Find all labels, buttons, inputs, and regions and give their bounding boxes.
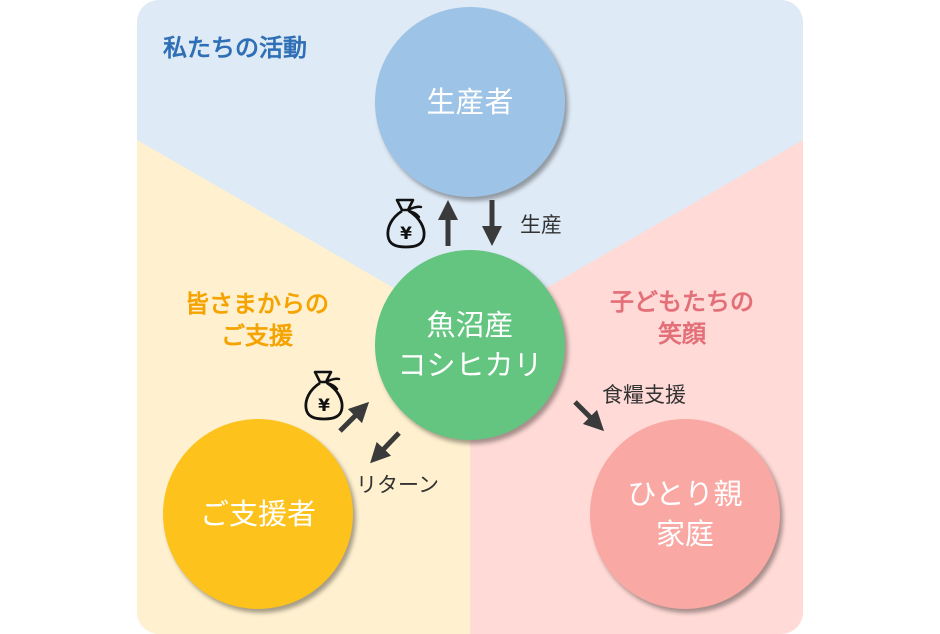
region-label-line1: 皆さまからの (185, 290, 329, 318)
flow-arrows (338, 200, 605, 464)
flow-label-food-support: 食糧支援 (602, 383, 686, 407)
arrow-up-right-icon (338, 401, 370, 433)
activity-diagram-card: 私たちの活動 皆さまからの ご支援 子どもたちの 笑顔 生産者 魚沼産 コシヒカ… (137, 0, 803, 634)
node-supporter: ご支援者 (163, 419, 353, 609)
node-uonuma-koshihikari: 魚沼産 コシヒカリ (375, 250, 565, 440)
svg-text:¥: ¥ (318, 396, 330, 416)
flow-label-return: リターン (356, 473, 439, 497)
node-producer: 生産者 (375, 7, 565, 197)
region-label-our-activities: 私たちの活動 (163, 32, 307, 64)
node-single-parent-family: ひとり親 家庭 (590, 419, 780, 609)
region-label-line1: 子どもたちの (610, 288, 754, 316)
money-bag-yen-icon: ¥ (304, 370, 344, 421)
node-rice-label-line2: コシヒカリ (397, 348, 543, 382)
flow-label-production: 生産 (520, 213, 562, 237)
region-label-support-from-everyone: 皆さまからの ご支援 (157, 288, 357, 352)
node-producer-label: 生産者 (426, 85, 514, 119)
arrow-down-left-icon (370, 431, 401, 464)
node-rice-label-line1: 魚沼産 (426, 308, 514, 342)
region-label-childrens-smiles: 子どもたちの 笑顔 (582, 286, 782, 350)
region-label-text: 私たちの活動 (163, 34, 307, 62)
node-supporter-label: ご支援者 (199, 497, 316, 531)
node-family-label-line2: 家庭 (655, 517, 714, 551)
region-label-line2: 笑顔 (658, 320, 706, 348)
node-family-label-line1: ひとり親 (627, 477, 743, 511)
arrow-down-right-icon (573, 400, 605, 432)
svg-text:¥: ¥ (400, 224, 412, 244)
money-bag-yen-icon: ¥ (386, 198, 426, 249)
region-label-line2: ご支援 (221, 322, 293, 350)
